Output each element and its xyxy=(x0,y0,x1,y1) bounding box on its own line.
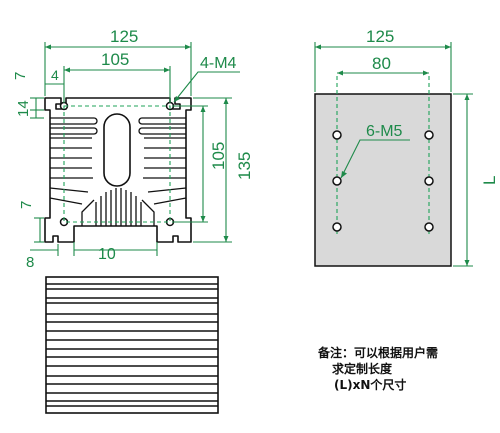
dim-left-top: 7 xyxy=(12,72,29,80)
dim-left-mid: 14 xyxy=(15,100,32,117)
dim-bottom-base: 10 xyxy=(98,246,116,263)
hole-column-lines xyxy=(336,76,430,236)
side-view xyxy=(45,276,219,414)
dim-left-bottom: 7 xyxy=(18,201,35,209)
center-slot xyxy=(103,113,131,187)
mount-hole xyxy=(424,222,434,232)
face-dim-hole-spacing: 80 xyxy=(372,54,391,73)
note-line-2: 求定制长度 xyxy=(332,361,393,376)
mount-hole xyxy=(424,176,434,186)
mount-hole xyxy=(332,130,342,140)
profile-arrowheads xyxy=(45,44,229,242)
side-fin-lines xyxy=(46,283,218,407)
face-dim-length: L xyxy=(480,176,499,185)
mount-hole xyxy=(424,130,434,140)
profile-view: 125 105 4-M4 4 7 14 7 8 10 135 105 xyxy=(12,27,254,271)
customization-note: 备注：可以根据用户需 求定制长度 (L)xN个尺寸 xyxy=(317,345,438,392)
face-dimension-lines xyxy=(314,42,473,267)
side-fins xyxy=(49,117,187,205)
side-outline xyxy=(45,276,219,414)
bottom-fins xyxy=(81,188,155,226)
mount-hole xyxy=(332,176,342,186)
dim-bottom-left: 8 xyxy=(26,254,34,271)
face-dim-overall-width: 125 xyxy=(366,27,394,46)
dim-overall-height: 135 xyxy=(235,152,254,180)
dim-hole-spacing-height: 105 xyxy=(209,142,228,170)
dim-hole-callout: 4-M4 xyxy=(200,55,237,72)
face-mount-holes xyxy=(332,130,434,232)
dim-hole-spacing-width: 105 xyxy=(101,50,129,69)
profile-dimension-lines xyxy=(30,42,240,256)
hole-center-line xyxy=(63,105,171,223)
mount-hole xyxy=(332,222,342,232)
dim-top-offset: 4 xyxy=(51,67,59,83)
mounting-face-view: 125 80 6-M5 L xyxy=(314,27,499,267)
note-line-3: (L)xN个尺寸 xyxy=(334,377,406,392)
dim-overall-width: 125 xyxy=(110,27,138,46)
face-arrowheads xyxy=(315,44,470,266)
note-line-1: 备注：可以根据用户需 xyxy=(317,345,438,360)
face-dim-hole-callout: 6-M5 xyxy=(366,123,403,140)
